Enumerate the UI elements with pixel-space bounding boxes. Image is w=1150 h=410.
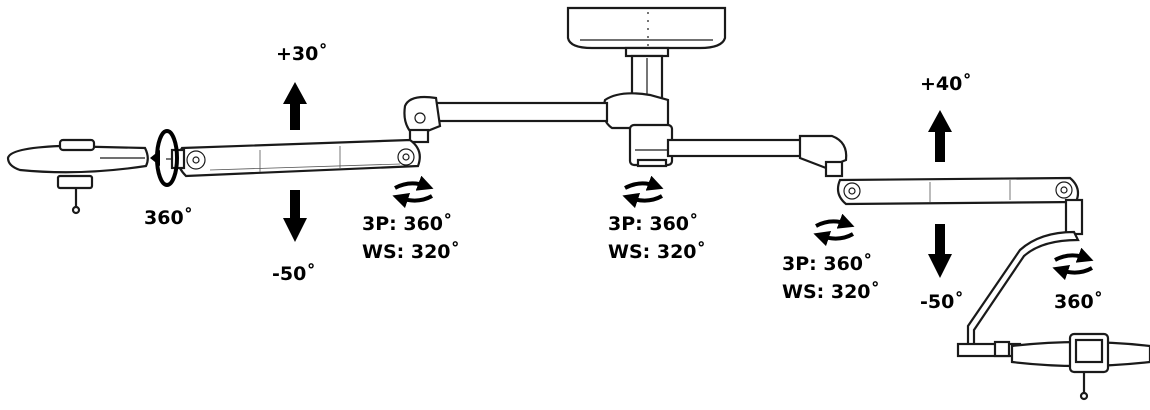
joint1-rotation-icon bbox=[392, 175, 434, 209]
right-head-rotation-icon bbox=[1052, 247, 1094, 281]
right-up-angle-label: +40˚ bbox=[920, 73, 972, 95]
joint1-3p-label: 3P: 360˚ bbox=[362, 213, 453, 235]
right-head-rotation-label: 360˚ bbox=[1054, 291, 1104, 313]
left-down-arrow bbox=[283, 190, 307, 242]
left-light-head bbox=[6, 138, 149, 215]
upper-right-arm bbox=[666, 134, 848, 178]
joint3-rotation-icon bbox=[813, 213, 855, 247]
left-spring-arm bbox=[166, 138, 421, 178]
left-head-rotation-label: 360˚ bbox=[144, 207, 194, 229]
joint3-ws-label: WS: 320˚ bbox=[782, 281, 881, 303]
central-hub bbox=[602, 92, 674, 168]
left-up-arrow bbox=[283, 82, 307, 130]
joint2-3p-label: 3P: 360˚ bbox=[608, 213, 699, 235]
right-down-arrow bbox=[928, 224, 952, 278]
right-down-angle-label: -50˚ bbox=[920, 291, 964, 313]
joint2-rotation-icon bbox=[622, 175, 664, 209]
ceiling-mount bbox=[566, 6, 727, 100]
left-down-angle-label: -50˚ bbox=[272, 263, 316, 285]
upper-left-arm bbox=[403, 95, 609, 144]
right-up-arrow bbox=[928, 110, 952, 162]
left-up-angle-label: +30˚ bbox=[276, 43, 328, 65]
right-light-head bbox=[1010, 332, 1150, 401]
joint1-ws-label: WS: 320˚ bbox=[362, 241, 461, 263]
joint2-ws-label: WS: 320˚ bbox=[608, 241, 707, 263]
right-yoke bbox=[956, 230, 1080, 358]
left-head-rotation-ring-icon bbox=[150, 129, 179, 187]
joint3-3p-label: 3P: 360˚ bbox=[782, 253, 873, 275]
right-spring-arm bbox=[836, 176, 1084, 236]
